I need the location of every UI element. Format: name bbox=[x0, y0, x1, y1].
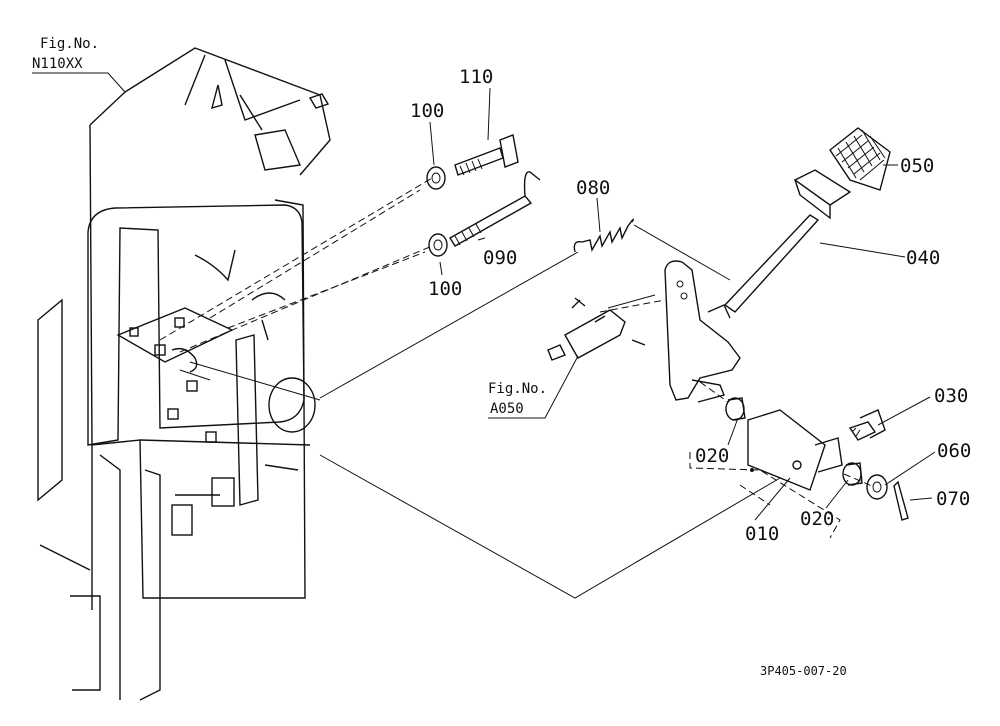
washer-060[interactable] bbox=[866, 474, 888, 500]
hook-bolt-090[interactable] bbox=[449, 171, 541, 247]
fig-ref-value: N110XX bbox=[32, 56, 83, 72]
nut-100-upper[interactable] bbox=[426, 166, 446, 190]
callout-070[interactable]: 070 bbox=[936, 488, 970, 510]
callout-100-upper[interactable]: 100 bbox=[410, 100, 444, 122]
callout-110[interactable]: 110 bbox=[459, 66, 493, 88]
fig-ref-value: A050 bbox=[490, 401, 524, 417]
fig-ref-label: Fig.No. bbox=[488, 381, 547, 397]
cotter-pin-070[interactable] bbox=[893, 480, 909, 521]
callout-020-left[interactable]: 020 bbox=[695, 445, 729, 467]
fig-ref-leader bbox=[32, 72, 126, 93]
callout-020-right[interactable]: 020 bbox=[800, 508, 834, 530]
fig-ref-n110xx[interactable]: Fig.No. N110XX bbox=[32, 36, 126, 93]
fig-ref-leader bbox=[488, 355, 579, 419]
callout-030[interactable]: 030 bbox=[934, 385, 968, 407]
bolt-110[interactable] bbox=[454, 134, 519, 176]
grease-fitting-030[interactable] bbox=[848, 409, 886, 441]
pedal-lever[interactable] bbox=[664, 260, 741, 403]
nut-100-lower[interactable] bbox=[428, 233, 448, 257]
fig-ref-label: Fig.No. bbox=[40, 36, 99, 52]
callout-040[interactable]: 040 bbox=[906, 247, 940, 269]
callout-labels: 110 100 100 090 080 050 040 030 060 070 … bbox=[410, 66, 971, 545]
callout-leaders bbox=[429, 87, 936, 521]
fig-ref-a050[interactable]: Fig.No. A050 bbox=[488, 355, 579, 419]
pedal-pad-050[interactable] bbox=[829, 127, 891, 191]
callout-050[interactable]: 050 bbox=[900, 155, 934, 177]
callout-080[interactable]: 080 bbox=[576, 177, 610, 199]
callout-100-lower[interactable]: 100 bbox=[428, 278, 462, 300]
spring-080[interactable] bbox=[319, 218, 731, 399]
switch-assembly[interactable] bbox=[547, 294, 656, 361]
bushing-020-left[interactable] bbox=[725, 397, 746, 421]
callout-090[interactable]: 090 bbox=[483, 247, 517, 269]
bracket-010[interactable] bbox=[747, 409, 843, 491]
tractor-frame bbox=[37, 47, 331, 701]
callout-060[interactable]: 060 bbox=[937, 440, 971, 462]
bushing-020-right[interactable] bbox=[842, 462, 863, 486]
drawing-code: 3P405-007-20 bbox=[760, 664, 847, 678]
pedal-arm-040[interactable] bbox=[723, 169, 852, 313]
callout-010[interactable]: 010 bbox=[745, 523, 779, 545]
assembly-lines bbox=[159, 177, 873, 599]
